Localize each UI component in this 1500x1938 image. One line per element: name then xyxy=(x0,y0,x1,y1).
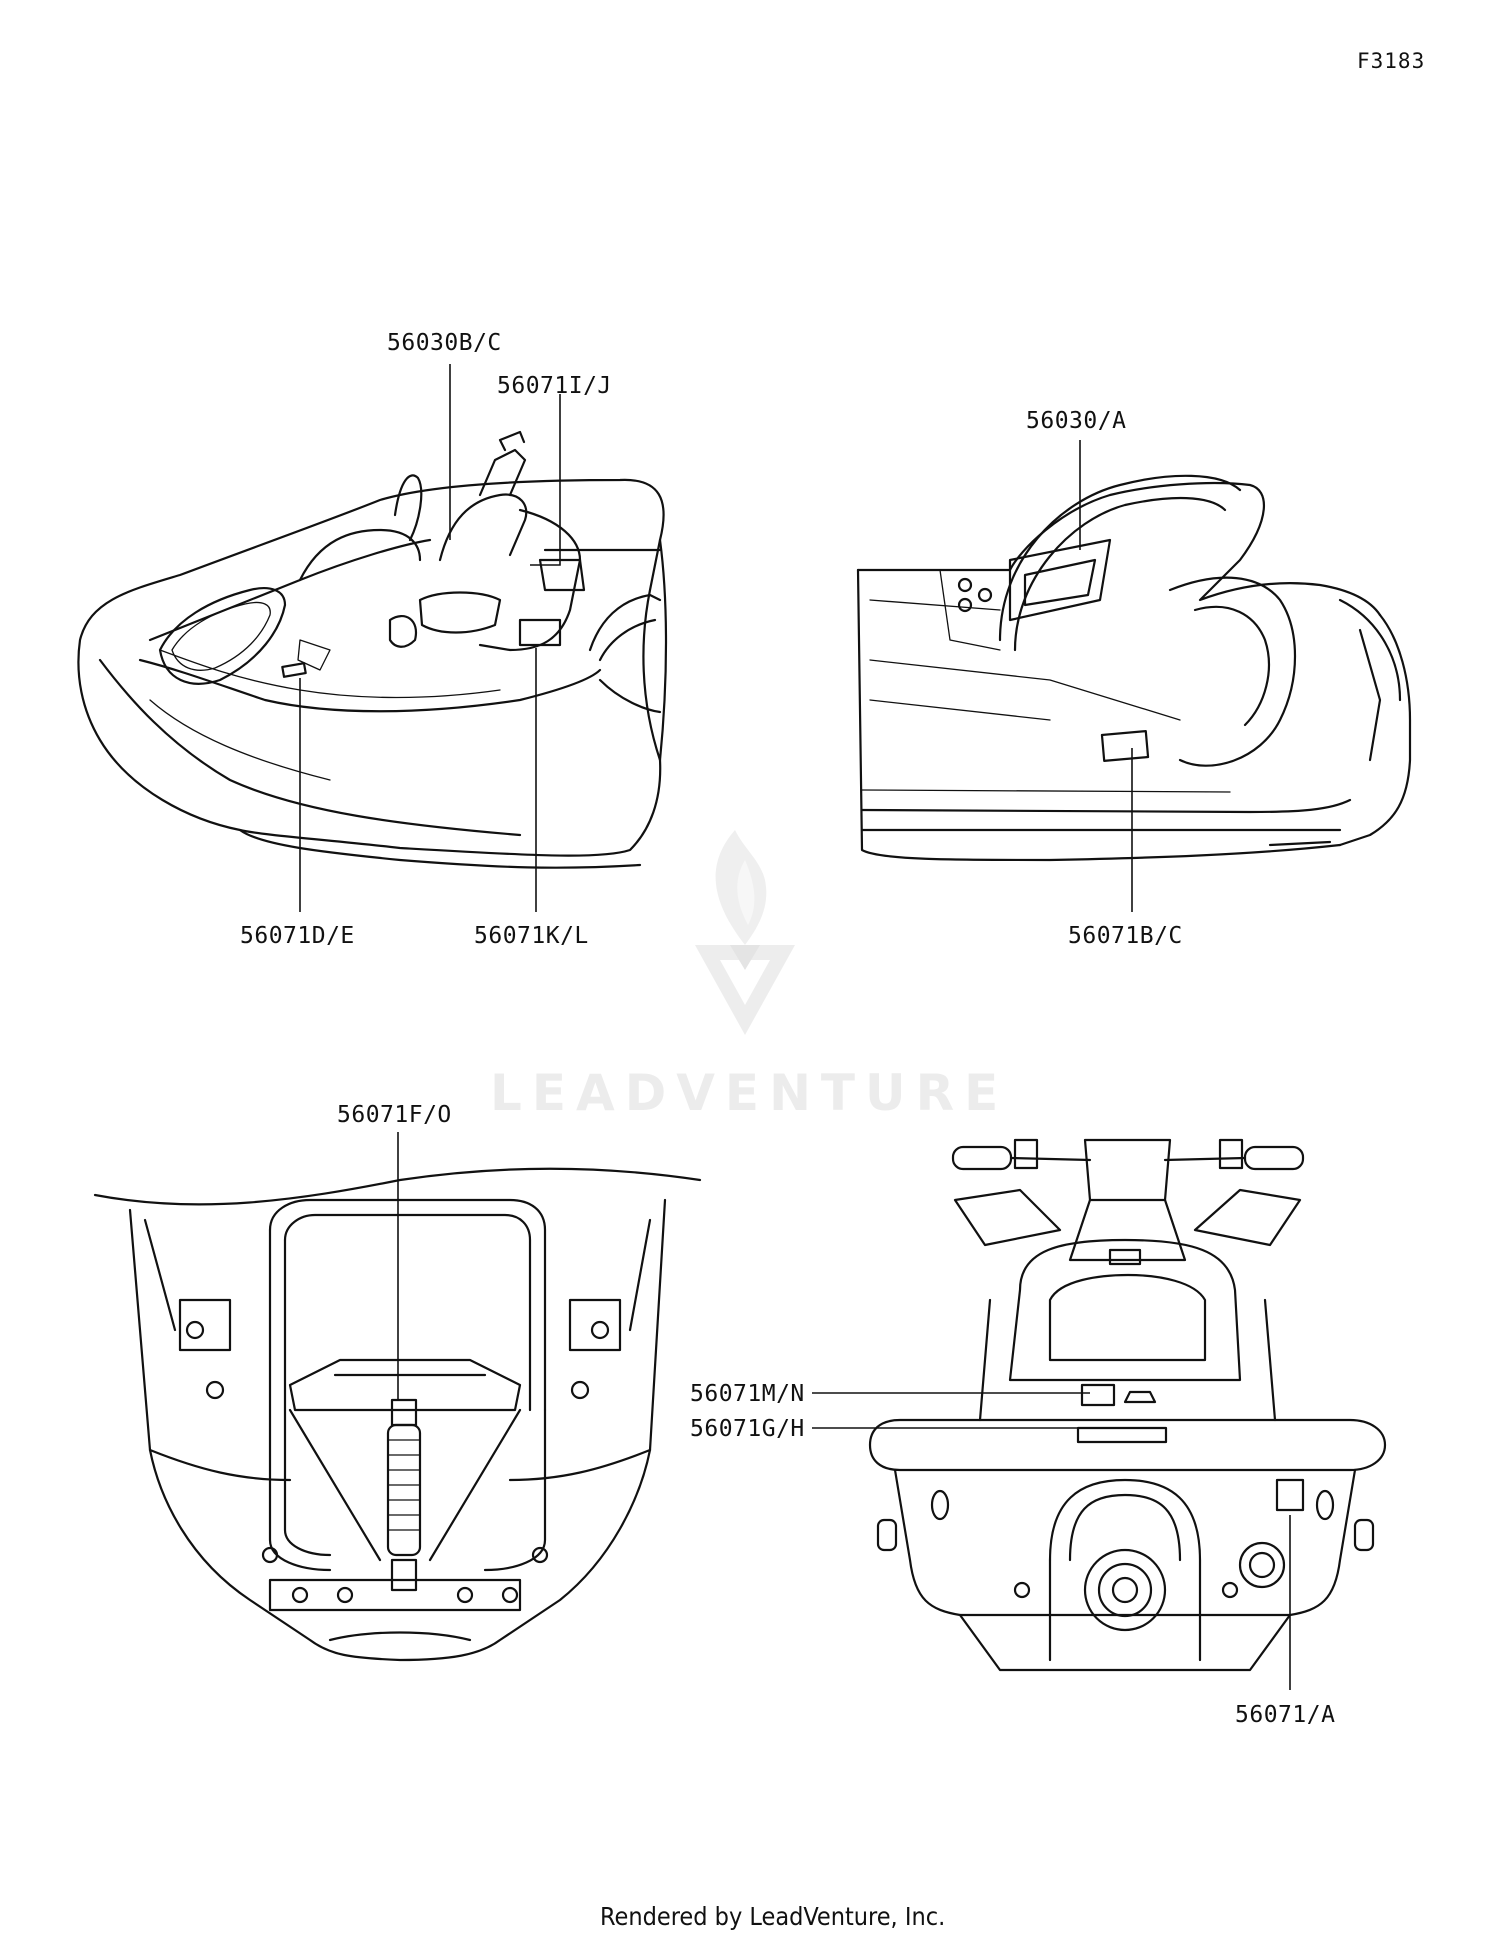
callout-56071mn: 56071M/N xyxy=(690,1381,805,1407)
callout-56071kl: 56071K/L xyxy=(474,923,589,949)
leader-56071ij xyxy=(530,394,561,566)
footer-text: Rendered by LeadVenture, Inc. xyxy=(600,1902,945,1931)
callout-56071ij: 56071I/J xyxy=(497,373,612,399)
side-view-drawing xyxy=(77,430,668,869)
figure-id: F3183 xyxy=(1357,49,1425,73)
rear-view-drawing xyxy=(868,1138,1387,1672)
callout-56030bc: 56030B/C xyxy=(387,330,502,356)
watermark-logo xyxy=(695,830,795,1035)
callout-56071de: 56071D/E xyxy=(240,923,355,949)
callout-56071bc: 56071B/C xyxy=(1068,923,1183,949)
watermark-text: LEADVENTURE xyxy=(490,1064,1008,1122)
bow-view-drawing xyxy=(93,1167,702,1662)
callout-56071fo: 56071F/O xyxy=(337,1102,452,1128)
callout-56030a: 56030/A xyxy=(1026,408,1126,434)
callout-56071gh: 56071G/H xyxy=(690,1416,805,1442)
top-rear-view-drawing xyxy=(856,474,1412,862)
callout-56071a: 56071/A xyxy=(1235,1702,1335,1728)
